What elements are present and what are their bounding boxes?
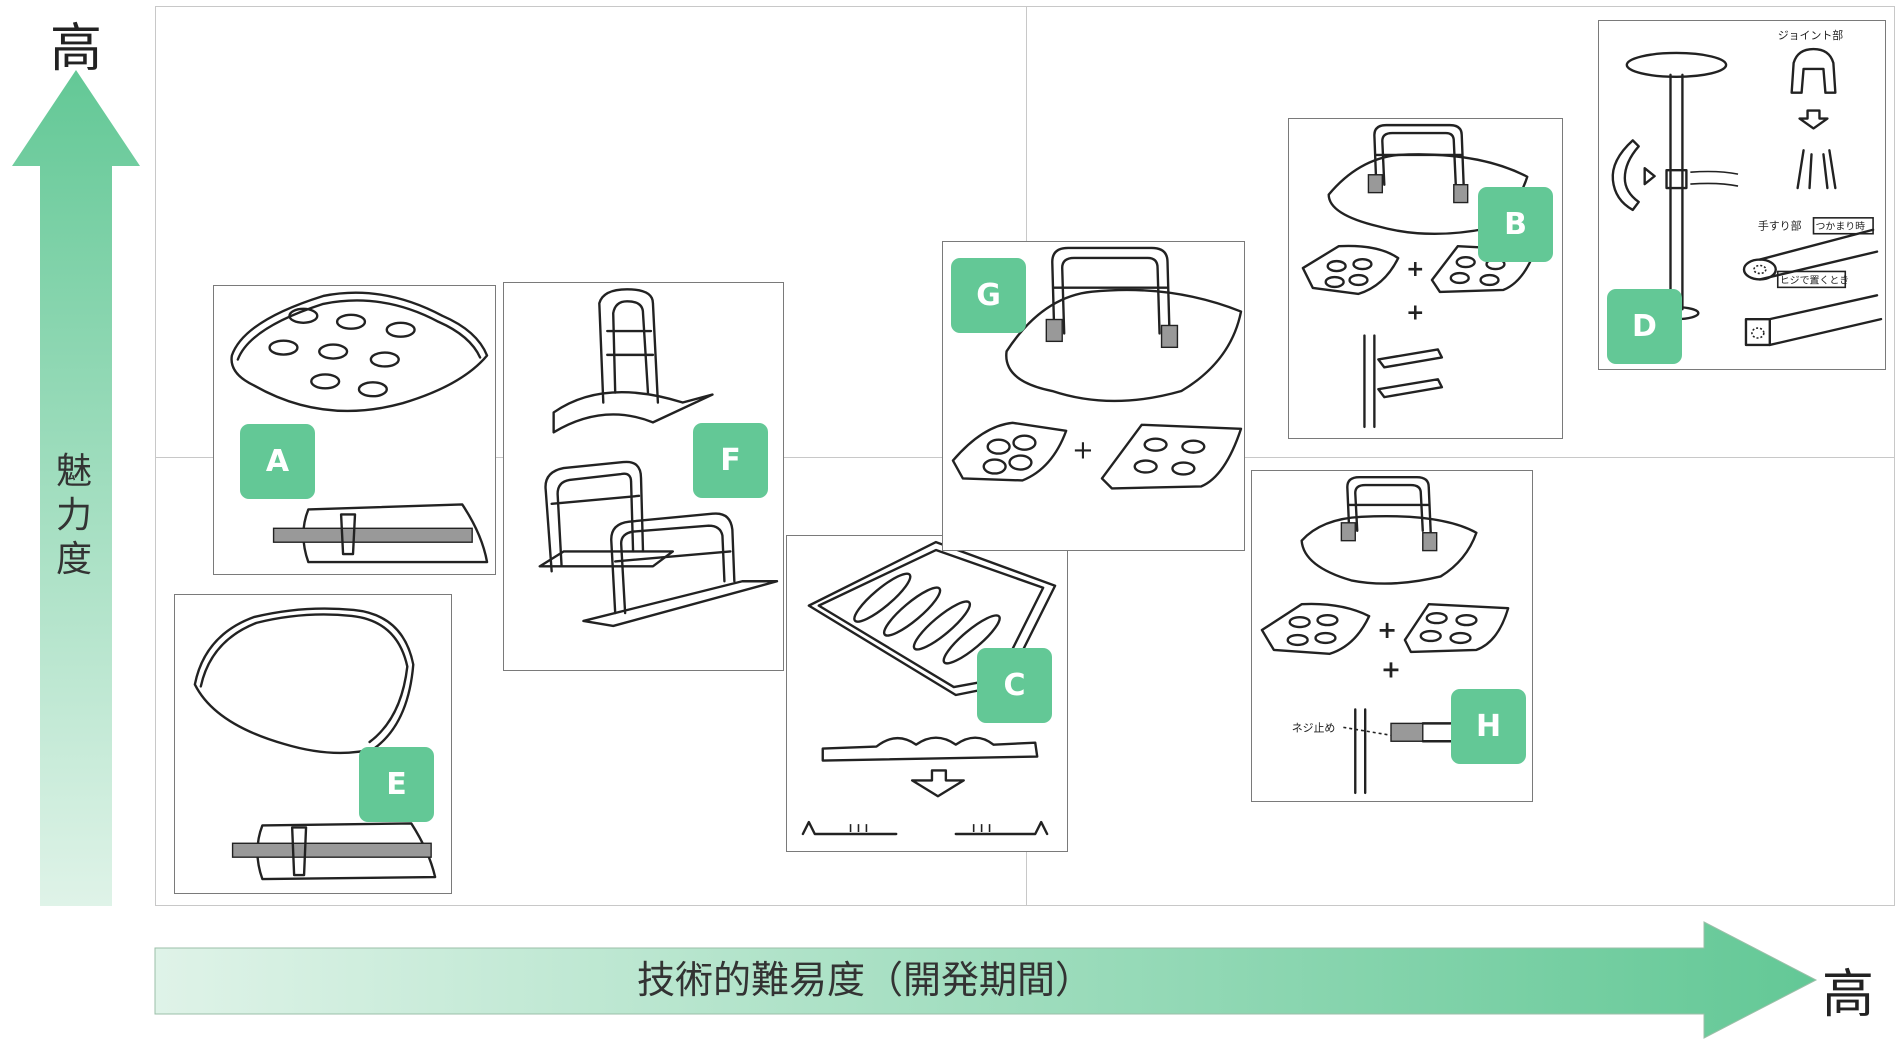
- concept-badge-a: A: [240, 424, 315, 499]
- y-axis-label: 魅力度: [55, 451, 92, 580]
- concept-card-a: A: [213, 285, 496, 575]
- d-grip-note: つかまり時: [1815, 221, 1865, 233]
- concept-card-h: + + ネジ止め H: [1251, 470, 1533, 802]
- x-axis-arrow: [154, 921, 1818, 1039]
- plain-mat-sketch: [193, 607, 437, 881]
- d-handrail-note: 手すり部: [1758, 219, 1802, 233]
- handle-mat-with-pads-sketch: +: [951, 246, 1243, 490]
- concept-card-c: C: [786, 535, 1068, 852]
- y-axis-high-label: 高: [50, 19, 103, 79]
- concept-card-f: F: [503, 282, 784, 671]
- concept-card-b: + + B: [1288, 118, 1563, 439]
- concept-card-g: + G: [942, 241, 1245, 551]
- mat-with-grooves-sketch: [801, 540, 1057, 836]
- d-screw-note: ヒジで置くとき: [1780, 274, 1849, 286]
- handle-mat-h-sketch: + + ネジ止め: [1260, 475, 1510, 795]
- concept-badge-d: D: [1607, 289, 1682, 364]
- concept-badge-b: B: [1478, 187, 1553, 262]
- concept-badge-h: H: [1451, 689, 1526, 764]
- concept-badge-e: E: [359, 747, 434, 822]
- svg-text:+: +: [1406, 257, 1424, 282]
- mat-with-holes-sketch: [230, 291, 489, 564]
- x-axis-high-label: 高: [1822, 965, 1875, 1025]
- concept-badge-g: G: [951, 258, 1026, 333]
- x-axis-label: 技術的難易度（開発期間）: [636, 958, 1093, 1002]
- handle-mat-b-sketch: + +: [1301, 123, 1537, 429]
- y-axis-arrow: [12, 70, 140, 906]
- standing-handles-sketch: [538, 288, 779, 628]
- svg-text:+: +: [1381, 656, 1401, 684]
- d-joint-note: ジョイント部: [1778, 28, 1844, 42]
- svg-text:+: +: [1406, 301, 1424, 326]
- svg-text:+: +: [1072, 436, 1094, 466]
- concept-badge-f: F: [693, 423, 768, 498]
- svg-text:+: +: [1377, 616, 1397, 644]
- concept-card-d: ジョイント部 手すり部 つかまり時 ヒジで置くとき D: [1598, 20, 1886, 370]
- h-screw-note: ネジ止め: [1292, 721, 1336, 734]
- concept-card-e: E: [174, 594, 452, 894]
- concept-badge-c: C: [977, 648, 1052, 723]
